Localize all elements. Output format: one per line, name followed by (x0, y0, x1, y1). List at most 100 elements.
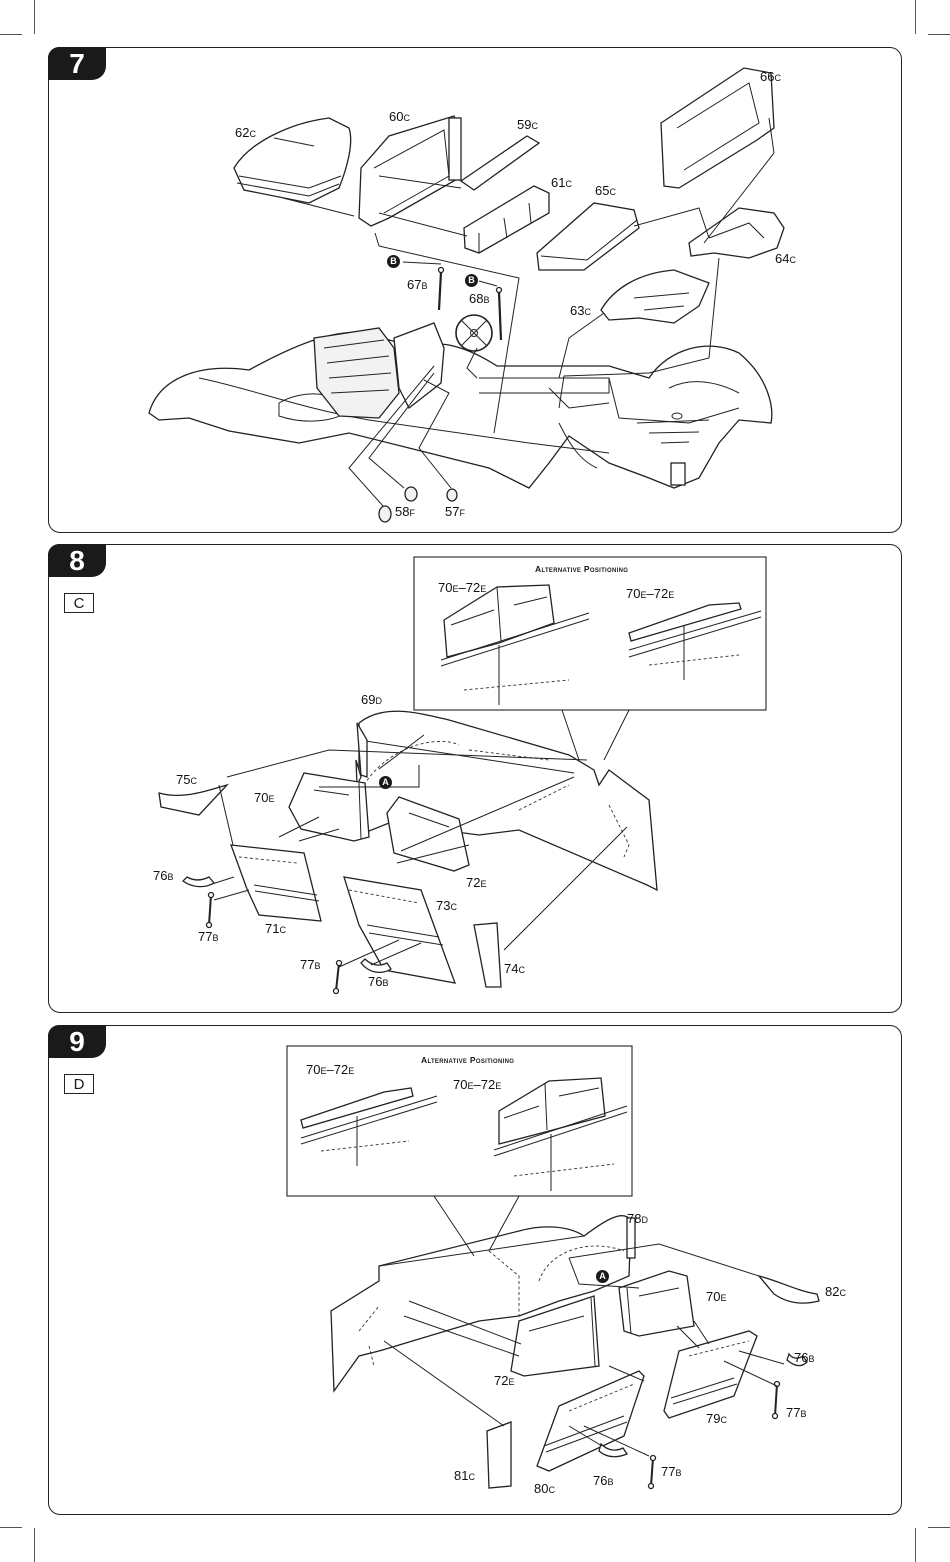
part-72e (510, 1295, 600, 1377)
part-label: 66C (760, 69, 781, 84)
sub-assembly-tag: C (64, 593, 94, 613)
callout-a: A (379, 776, 392, 789)
step-number: 8 (48, 544, 106, 577)
part-label: 82C (825, 1284, 846, 1299)
part-label: 76B (153, 868, 174, 883)
steering-wheel (455, 314, 493, 379)
part-77b (771, 1380, 781, 1420)
part-label: 64C (775, 251, 796, 266)
part-label: 77B (786, 1405, 807, 1420)
part-68b (495, 286, 503, 341)
part-70e (618, 1270, 695, 1337)
car-body (148, 331, 773, 489)
step-number: 7 (48, 47, 106, 80)
part-label: 63C (570, 303, 591, 318)
part-61c (463, 185, 550, 254)
step-7-drawing (148, 67, 785, 523)
part-label: 78D (627, 1211, 648, 1226)
part-label: 76B (368, 974, 389, 989)
step-8-drawing (158, 556, 767, 995)
part-label: 61C (551, 175, 572, 190)
crop-mark (0, 34, 22, 35)
part-label: 77B (300, 957, 321, 972)
part-65c (536, 202, 640, 271)
crop-mark (915, 1528, 916, 1562)
part-label: 76B (794, 1350, 815, 1365)
part-label: 68B (469, 291, 490, 306)
part-label: 62C (235, 125, 256, 140)
alt-view-1 (300, 1087, 438, 1166)
alt-positioning-title: Alternative Positioning (535, 564, 629, 574)
step-8-panel: 8 C (48, 544, 902, 1013)
part-label: 67B (407, 277, 428, 292)
assembly-lines (282, 117, 775, 507)
part-label: 70E (254, 790, 275, 805)
part-label: 73C (436, 898, 457, 913)
part-59c (459, 135, 541, 191)
part-label: 70E (706, 1289, 727, 1304)
part-70e (288, 772, 370, 842)
engine-block (313, 322, 445, 419)
part-label: 81C (454, 1468, 475, 1483)
part-71c (230, 844, 322, 922)
alt-label: 70E–72E (438, 580, 487, 595)
part-66c (660, 67, 775, 189)
body-side-panel-step9 (330, 1215, 636, 1393)
part-label: 65C (595, 183, 616, 198)
step-7-panel: 7 (48, 47, 902, 533)
part-76b (786, 1352, 808, 1367)
sub-assembly-tag: D (64, 1074, 94, 1094)
part-label: 57F (445, 504, 465, 519)
crop-mark (0, 1527, 22, 1528)
step-9-drawing (286, 1045, 820, 1490)
alt-view-2 (493, 1077, 628, 1191)
callout-b: B (465, 274, 478, 287)
part-62c (233, 117, 352, 204)
part-76b (360, 958, 392, 974)
part-77b (332, 959, 343, 995)
part-82c (757, 1274, 820, 1304)
part-label: 69D (361, 692, 382, 707)
part-63c (600, 269, 710, 324)
part-76b (598, 1442, 628, 1458)
crop-mark (928, 34, 950, 35)
part-77b (205, 891, 215, 929)
step-9-panel: 9 D (48, 1025, 902, 1515)
crop-mark (34, 0, 35, 34)
alt-label: 70E–72E (453, 1077, 502, 1092)
alt-label: 70E–72E (306, 1062, 355, 1077)
part-label: 58F (395, 504, 415, 519)
part-76b (182, 876, 215, 888)
step-number: 9 (48, 1025, 106, 1058)
callout-a: A (596, 1270, 609, 1283)
part-81c (486, 1421, 512, 1489)
part-69d (355, 722, 368, 786)
part-label: 72E (466, 875, 487, 890)
part-label: 72E (494, 1373, 515, 1388)
part-67b (437, 266, 445, 311)
part-80c (536, 1370, 645, 1472)
assembly-lines (208, 709, 630, 968)
alt-view-2 (628, 602, 762, 680)
part-79c (663, 1330, 758, 1419)
part-label: 76B (593, 1473, 614, 1488)
part-64c (688, 207, 785, 259)
part-label: 79C (706, 1411, 727, 1426)
alt-label: 70E–72E (626, 586, 675, 601)
crop-mark (34, 1528, 35, 1562)
part-label: 77B (661, 1464, 682, 1479)
part-label: 71C (265, 921, 286, 936)
callout-b: B (387, 255, 400, 268)
part-57f-b (446, 488, 458, 502)
part-58f (378, 505, 392, 523)
part-label: 75C (176, 772, 197, 787)
alt-view-1 (440, 584, 590, 705)
part-57f (404, 486, 418, 502)
part-74c (473, 922, 502, 988)
crop-mark (928, 1527, 950, 1528)
alt-positioning-title: Alternative Positioning (421, 1055, 515, 1065)
part-75c (158, 783, 230, 816)
crop-mark (915, 0, 916, 34)
part-label: 77B (198, 929, 219, 944)
assembly-lines (383, 1195, 785, 1457)
